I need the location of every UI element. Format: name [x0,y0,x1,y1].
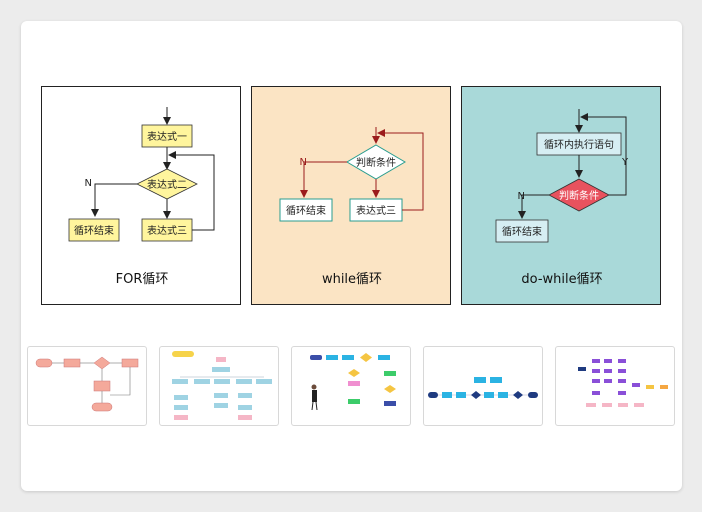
expr2-label: 表达式二 [147,178,187,191]
cond-label: 判断条件 [356,156,396,169]
no-label: N [518,191,525,202]
yes-loop-arrow [580,113,627,196]
expr3-label: 表达式三 [147,224,187,237]
no-branch-arrow [518,194,549,219]
expr1-label: 表达式一 [147,130,187,143]
loop-end-label: 循环结束 [502,225,542,238]
loop-back-arrow [377,129,424,211]
cond-diamond [548,178,610,212]
template-thumbnail-3[interactable] [291,346,411,426]
while-loop-panel[interactable]: 判断条件 N 循环结束 表达式三 while循环 [251,86,451,305]
loop-end-label: 循环结束 [74,224,114,237]
template-thumbnail-2[interactable] [159,346,279,426]
template-thumbnail-4[interactable] [423,346,543,426]
template-thumbnail-5[interactable] [555,346,675,426]
expr3-label: 表达式三 [356,204,396,217]
do-while-loop-diagram: 循环内执行语句 判断条件 Y N 循环结束 do-while循环 [495,109,629,287]
template-thumbnail-1[interactable] [27,346,147,426]
loop-end-box [495,219,549,243]
do-while-caption: do-while循环 [521,272,602,287]
no-branch-arrow [300,161,347,198]
cond-label: 判断条件 [559,189,599,202]
body-label: 循环内执行语句 [544,138,614,151]
thumbnail-flowchart-image [35,356,139,412]
no-label: N [300,157,307,168]
for-loop-diagram: 表达式一 表达式二 N 循环结束 表达式三 FOR循环 [68,107,215,287]
no-label: N [85,178,92,189]
thumbnail-purple-flow-image [578,359,668,407]
loop-back-arrow [168,151,215,231]
loop-end-box [68,218,120,242]
thumbnail-process-image [310,353,396,411]
loop-end-box [279,198,333,222]
yes-label: Y [621,157,629,168]
while-caption: while循环 [322,272,382,287]
for-caption: FOR循环 [116,272,169,287]
for-loop-panel[interactable]: 表达式一 表达式二 N 循环结束 表达式三 FOR循环 [41,86,241,305]
loop-end-label: 循环结束 [286,204,326,217]
do-while-loop-panel[interactable]: 循环内执行语句 判断条件 Y N 循环结束 do-while循环 [461,86,661,305]
thumbnail-horizontal-flow-image [428,377,538,399]
thumbnail-org-chart-image [172,351,272,420]
while-loop-diagram: 判断条件 N 循环结束 表达式三 while循环 [279,127,424,287]
no-branch-arrow [91,183,137,217]
